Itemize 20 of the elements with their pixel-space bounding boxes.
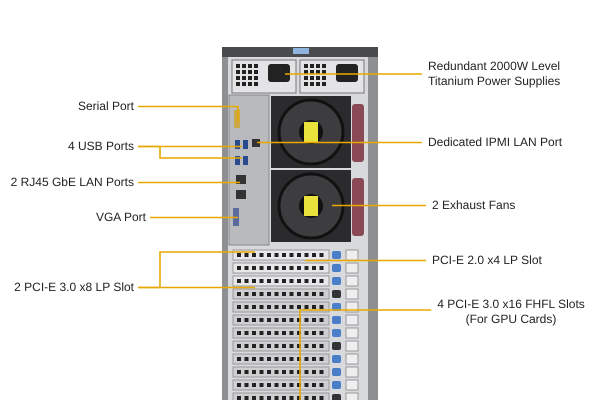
- callout-label: Serial Port: [40, 99, 134, 114]
- callout-label: 4 PCI-E 3.0 x16 FHFL Slots (For GPU Cards): [426, 297, 596, 327]
- leader-line: [299, 309, 432, 400]
- leader-line: [257, 142, 422, 144]
- leader-line: [305, 260, 426, 262]
- leader-line: [138, 106, 239, 122]
- leader-line: [332, 204, 426, 206]
- callout-label: 2 PCI-E 3.0 x8 LP Slot: [2, 280, 134, 295]
- callout-label: PCI-E 2.0 x4 LP Slot: [432, 253, 582, 268]
- leader-line: [150, 216, 238, 218]
- leader-line: [138, 286, 255, 288]
- leader-line: [138, 182, 240, 184]
- callout-label: 2 RJ45 GbE LAN Ports: [2, 175, 134, 190]
- callout-label: Dedicated IPMI LAN Port: [428, 135, 596, 150]
- callout-label: Redundant 2000W Level Titanium Power Supplies: [428, 59, 600, 89]
- leader-line: [138, 146, 242, 159]
- callout-label: 2 Exhaust Fans: [432, 198, 552, 213]
- callout-label: VGA Port: [40, 210, 146, 225]
- leader-line: [285, 73, 422, 75]
- callout-label: 4 USB Ports: [40, 139, 134, 154]
